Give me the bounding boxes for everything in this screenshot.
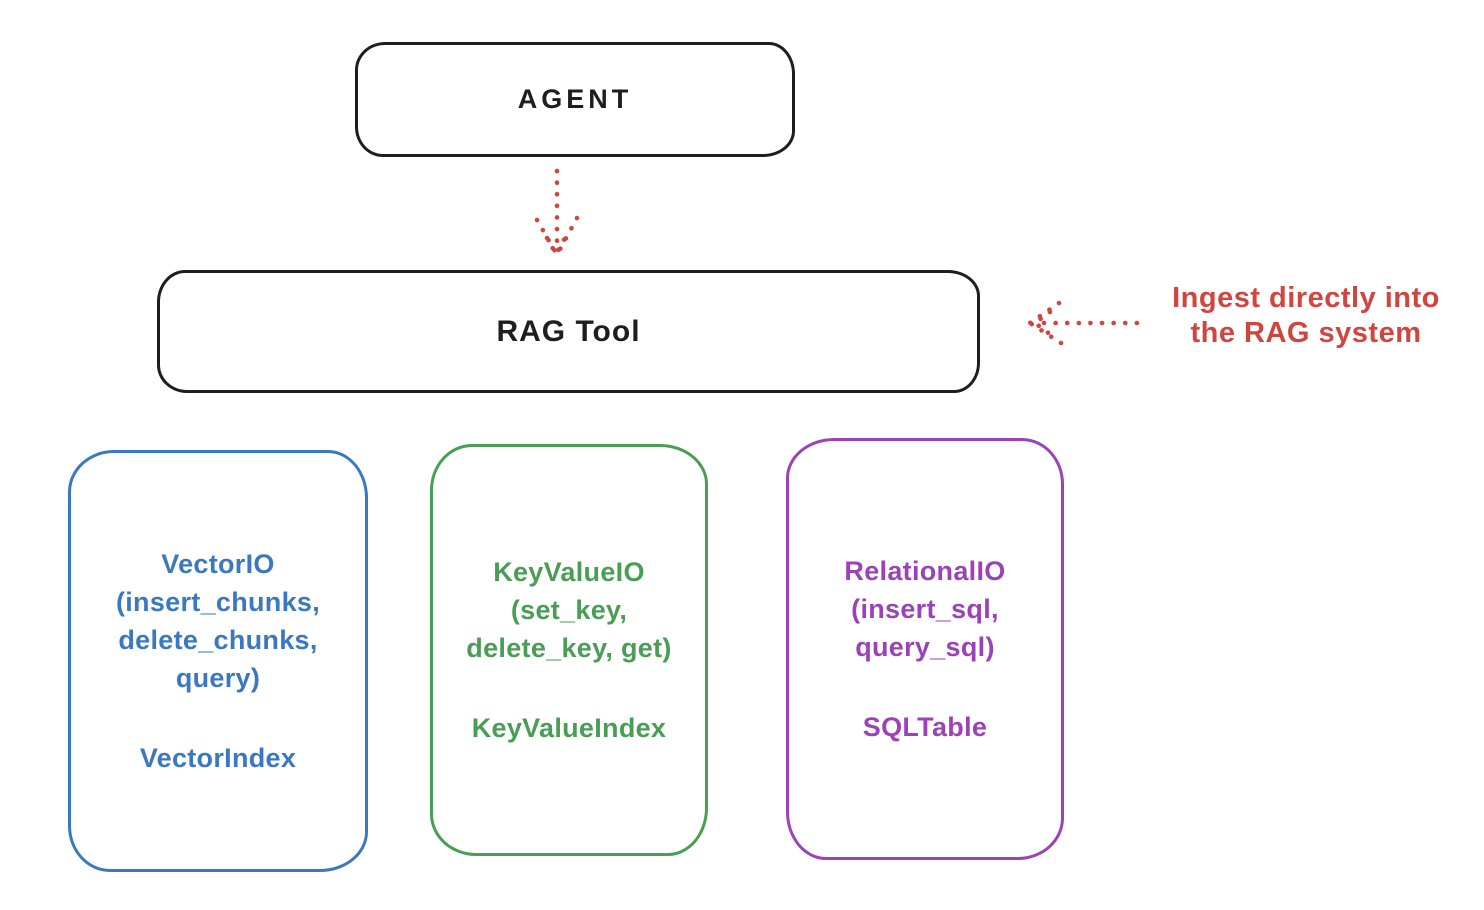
rag-tool-label: RAG Tool — [496, 314, 641, 348]
agent-label: AGENT — [517, 84, 633, 114]
vector-index-label: VectorIndex — [139, 743, 297, 773]
keyvalue-io-node: KeyValueIO (set_key, delete_key, get) Ke… — [430, 444, 708, 856]
ingest-annotation-line2: the RAG system — [1190, 317, 1422, 349]
sql-table-label: SQLTable — [862, 712, 988, 742]
relational-io-methods: RelationalIO (insert_sql, query_sql) — [844, 556, 1006, 662]
agent-to-ragtool-arrow — [534, 168, 580, 259]
agent-node: AGENT — [355, 42, 795, 157]
ingest-annotation-arrow — [1027, 300, 1141, 346]
keyvalue-index-label: KeyValueIndex — [471, 713, 667, 743]
vector-io-node: VectorIO (insert_chunks, delete_chunks, … — [68, 450, 368, 872]
ingest-annotation: Ingest directly into the RAG system — [1140, 281, 1472, 351]
relational-io-node: RelationalIO (insert_sql, query_sql) SQL… — [786, 438, 1064, 860]
keyvalue-io-methods: KeyValueIO (set_key, delete_key, get) — [466, 557, 672, 663]
ingest-annotation-line1: Ingest directly into — [1172, 282, 1440, 314]
rag-tool-node: RAG Tool — [157, 270, 980, 393]
vector-io-methods: VectorIO (insert_chunks, delete_chunks, … — [115, 549, 321, 693]
